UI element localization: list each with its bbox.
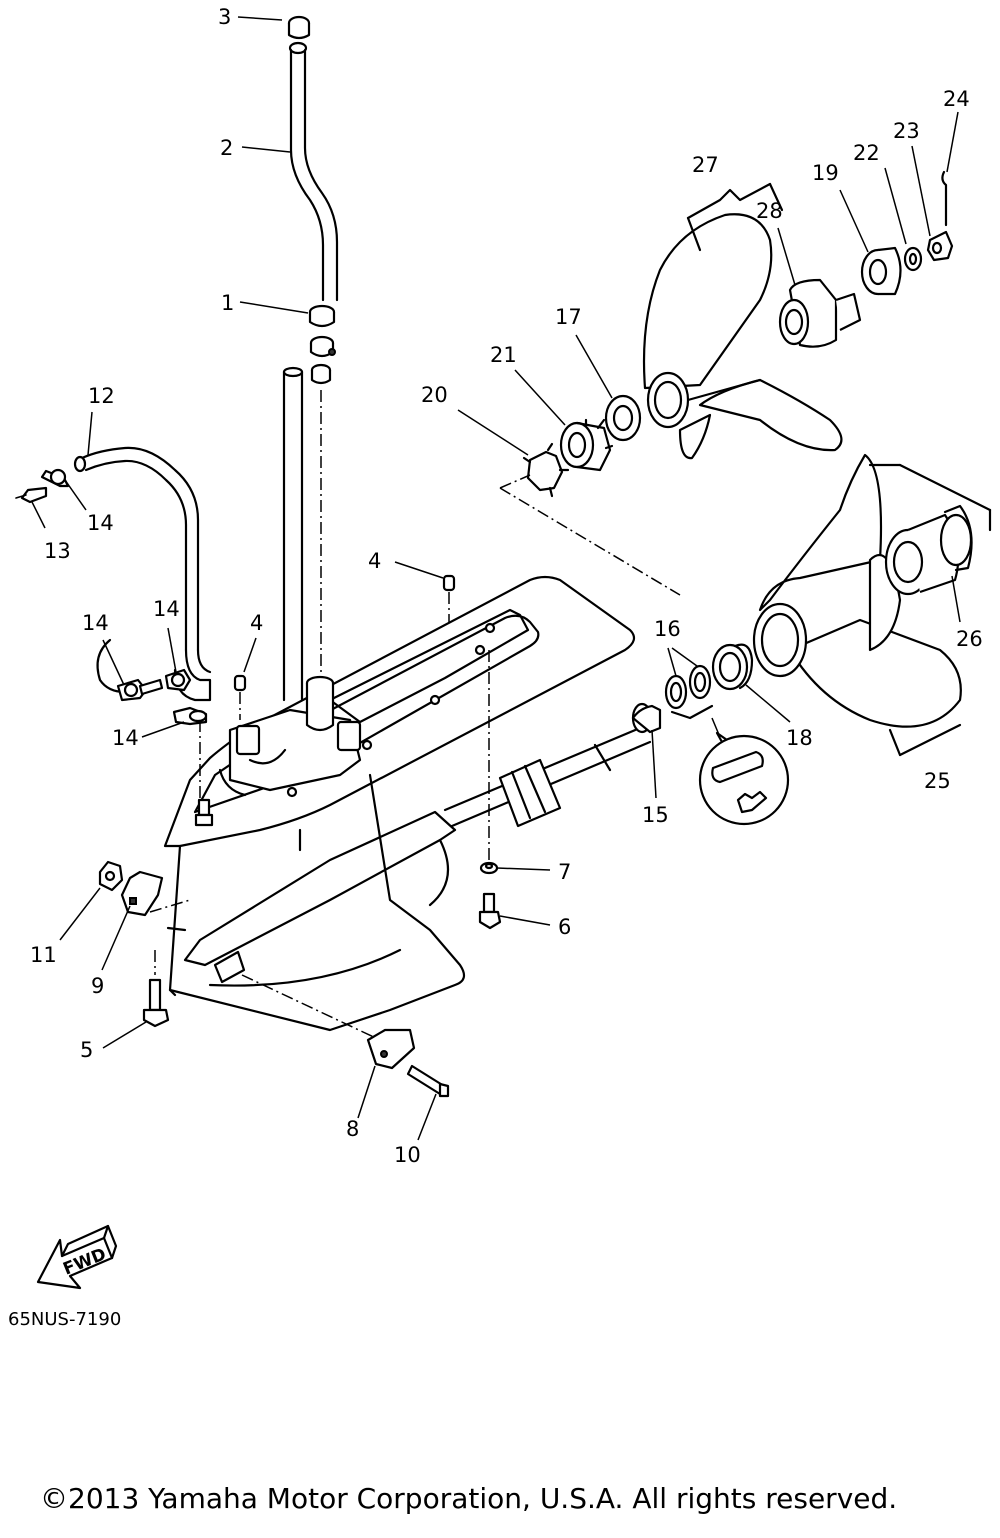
part-label: 3	[218, 5, 231, 29]
part-label: 14	[153, 597, 180, 621]
part-label: 26	[956, 627, 983, 651]
part-label: 28	[756, 199, 783, 223]
anode-parts	[98, 860, 450, 1098]
water-tube-part	[287, 15, 339, 680]
part-label: 23	[893, 119, 920, 143]
part-label: 14	[87, 511, 114, 535]
drive-shaft-part	[282, 366, 304, 702]
part-label: 25	[924, 769, 951, 793]
part-label: 24	[943, 87, 970, 111]
part-label: 4	[368, 549, 381, 573]
callout-leaders	[31, 16, 961, 1141]
part-label: 16	[654, 617, 681, 641]
fwd-arrow-icon: FWD	[36, 1224, 118, 1290]
part-label: 2	[220, 136, 233, 160]
part-label: 9	[91, 974, 104, 998]
part-number-labels: 3 2 1 4 4 5 6 7 8 9 10 11 12 13 14 14 14…	[30, 5, 983, 1167]
part-label: 21	[490, 343, 517, 367]
part-label: 14	[112, 726, 139, 750]
part-label: 5	[80, 1038, 93, 1062]
part-label: 4	[250, 611, 263, 635]
part-label: 12	[88, 384, 115, 408]
part-label: 8	[346, 1117, 359, 1141]
propeller-assembly-a	[499, 170, 954, 596]
fastener-parts	[142, 798, 502, 1028]
part-label: 18	[786, 726, 813, 750]
part-label: 14	[82, 611, 109, 635]
part-label: 15	[642, 803, 669, 827]
propeller-shaft-part	[443, 726, 652, 828]
part-label: 20	[421, 383, 448, 407]
part-label: 10	[394, 1143, 421, 1167]
part-label: 11	[30, 943, 57, 967]
lower-unit-housing-part	[149, 575, 636, 1041]
part-label: 13	[44, 539, 71, 563]
part-label: 6	[558, 915, 571, 939]
pilot-hose-part	[15, 446, 212, 726]
part-label: 27	[692, 153, 719, 177]
part-label: 1	[221, 291, 234, 315]
part-label: 19	[812, 161, 839, 185]
part-label: 17	[555, 305, 582, 329]
copyright-notice: ©2013 Yamaha Motor Corporation, U.S.A. A…	[40, 1482, 897, 1515]
propeller-assembly-b	[752, 453, 992, 757]
drawing-code: 65NUS-7190	[8, 1309, 121, 1330]
part-label: 7	[558, 860, 571, 884]
bearing-seal-parts	[631, 643, 790, 826]
part-label: 22	[853, 141, 880, 165]
